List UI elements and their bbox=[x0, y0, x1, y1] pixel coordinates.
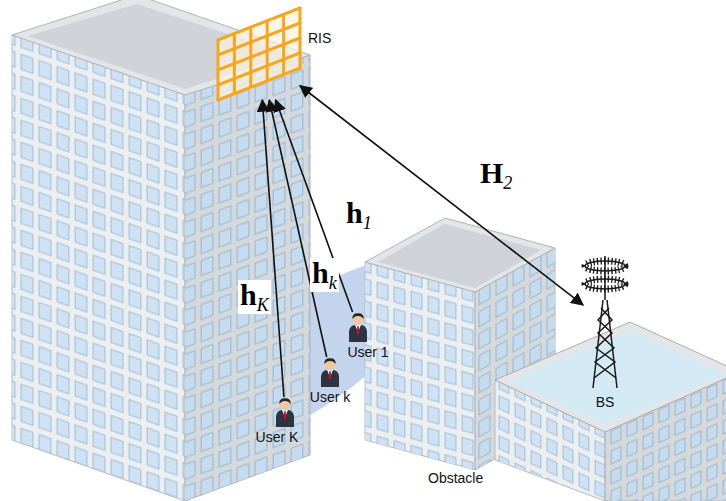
channel-label: H2 bbox=[478, 158, 514, 192]
channel-label: h1 bbox=[344, 198, 374, 232]
channel-arrow bbox=[269, 100, 326, 357]
user: User K bbox=[274, 397, 296, 427]
tall-building bbox=[12, 0, 310, 501]
user-figure bbox=[349, 313, 367, 342]
node-label: RIS bbox=[308, 30, 331, 46]
channel-arrow bbox=[262, 100, 284, 397]
user-figure bbox=[321, 358, 339, 387]
base-station: BS bbox=[583, 252, 627, 392]
channel-arrow bbox=[276, 100, 353, 312]
node-label: BS bbox=[596, 394, 615, 410]
building-label: Obstacle bbox=[428, 470, 483, 486]
ris-panel: RIS bbox=[218, 8, 300, 100]
bs-building bbox=[495, 322, 726, 501]
node-label: User 1 bbox=[347, 344, 388, 360]
channel-label: hk bbox=[310, 258, 339, 292]
user: User 1 bbox=[347, 312, 369, 342]
antenna-tower bbox=[585, 256, 625, 388]
ris-surface bbox=[218, 8, 300, 100]
channel-label: hK bbox=[238, 280, 271, 314]
node-label: User k bbox=[310, 389, 350, 405]
user: User k bbox=[319, 357, 341, 387]
user-figure bbox=[276, 398, 294, 427]
node-label: User K bbox=[256, 429, 299, 445]
channel-arrow bbox=[300, 86, 583, 305]
